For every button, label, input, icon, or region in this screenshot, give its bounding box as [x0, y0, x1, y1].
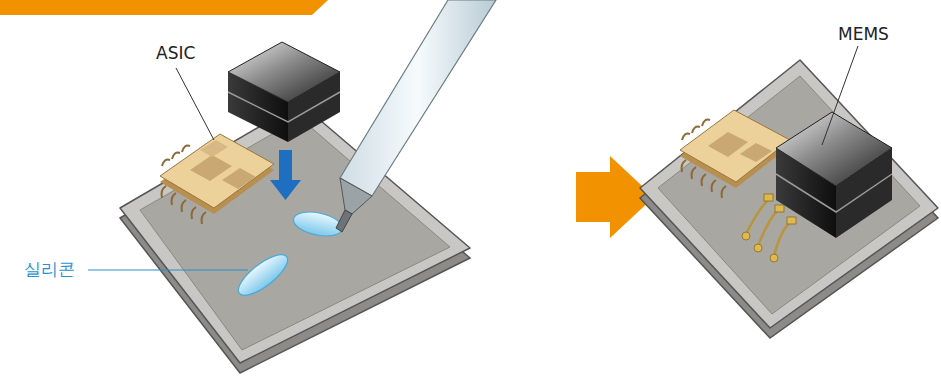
silicone-blob — [233, 248, 294, 302]
mems-top — [228, 42, 340, 102]
asic-pattern — [222, 168, 256, 189]
substrate-plate — [140, 118, 450, 350]
asic-pins — [162, 146, 207, 224]
asic-chip — [680, 110, 790, 198]
dispenser-nozzle — [340, 178, 372, 214]
dispenser-tip — [336, 210, 352, 232]
bond-pad — [764, 194, 773, 201]
asic-pattern — [200, 140, 228, 157]
arrow-head — [270, 180, 301, 200]
bond-pad — [754, 244, 762, 252]
bond-pad — [775, 205, 784, 212]
header-tab — [0, 0, 328, 15]
mems-chip — [228, 42, 340, 142]
asic-top — [160, 134, 274, 208]
asic-chip — [160, 134, 274, 224]
dispenser — [336, 0, 496, 232]
bond-pad — [787, 217, 796, 224]
substrate — [640, 60, 938, 338]
asic-pattern — [740, 143, 772, 162]
dispenser-tube — [340, 0, 496, 196]
part-label: ASIC — [156, 43, 195, 63]
substrate-top — [640, 60, 938, 328]
silicone-blob — [291, 208, 344, 240]
asic-pins — [682, 120, 727, 198]
part-label: 실리콘 — [24, 259, 75, 279]
substrate — [120, 103, 470, 373]
substrate-top — [120, 103, 470, 363]
leader-line — [88, 269, 248, 270]
bond-pad — [770, 254, 778, 262]
substrate-plate — [658, 76, 920, 314]
bond-pad — [742, 232, 750, 240]
substrate-side — [640, 70, 938, 338]
mems-chip — [776, 112, 892, 238]
part-label: MEMS — [838, 24, 889, 44]
asic-top — [680, 110, 790, 182]
place-arrow — [270, 150, 301, 200]
asic-pattern — [190, 155, 232, 181]
leader-line — [176, 68, 214, 140]
arrow-shaft — [279, 150, 292, 182]
leader-line — [822, 46, 858, 145]
mems-top — [776, 112, 892, 186]
